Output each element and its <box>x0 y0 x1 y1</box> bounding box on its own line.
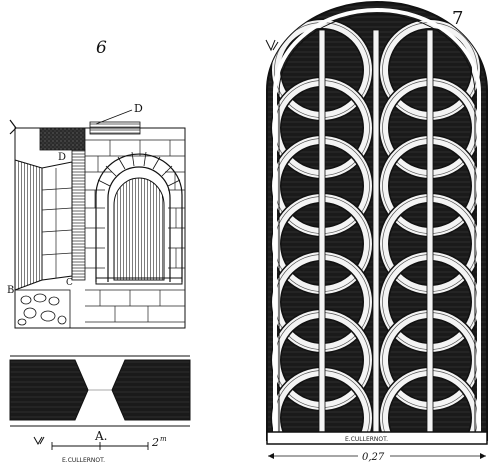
plan-section-a <box>9 355 191 427</box>
left-jamb-shadow <box>14 159 43 291</box>
figure-7-window-grille: 7 E.CULLERNOT. 0,27 <box>265 1 488 463</box>
label-b: B <box>7 285 14 296</box>
scale-unit-left: m <box>160 435 167 443</box>
monogram-icon <box>33 436 45 446</box>
grille-mullion <box>318 29 326 440</box>
figure-6-elevation: 6 D <box>7 38 191 464</box>
scale-bar-right <box>268 449 486 461</box>
label-d-mid: D <box>58 152 66 163</box>
window-opening <box>113 177 165 281</box>
frame-inner-line <box>278 13 476 432</box>
grille-mullion <box>426 29 434 440</box>
left-jamb-courses <box>41 168 73 278</box>
arch-inner <box>107 166 171 282</box>
arch-voussoir-joints <box>97 151 181 187</box>
figure-7-number: 7 <box>452 8 463 29</box>
section-label-a: A. <box>94 429 107 443</box>
scale-bar-left <box>33 436 149 450</box>
frame-inner-band <box>273 8 481 434</box>
label-c: C <box>66 278 73 288</box>
artist-signature-right: E.CULLERNOT. <box>345 436 388 443</box>
label-d-top: D <box>134 102 143 115</box>
lintel-block <box>89 121 141 135</box>
cornice-block <box>39 127 86 151</box>
monogram-icon <box>265 39 279 52</box>
artist-signature-left: E.CULLERNOT. <box>62 457 105 464</box>
plan-right-wall <box>111 359 191 421</box>
base-rubble <box>14 289 71 329</box>
scale-value-right: 0,27 <box>362 452 385 463</box>
scale-value-left: 2 <box>151 436 159 449</box>
pier <box>71 149 86 281</box>
left-jamb-face <box>41 161 73 281</box>
window-base <box>266 431 488 445</box>
window-sill <box>95 277 183 285</box>
figure-6-number: 6 <box>96 38 107 58</box>
plan-left-wall <box>9 359 89 421</box>
interlaced-rings <box>270 18 482 440</box>
grille-mullion <box>372 29 380 440</box>
